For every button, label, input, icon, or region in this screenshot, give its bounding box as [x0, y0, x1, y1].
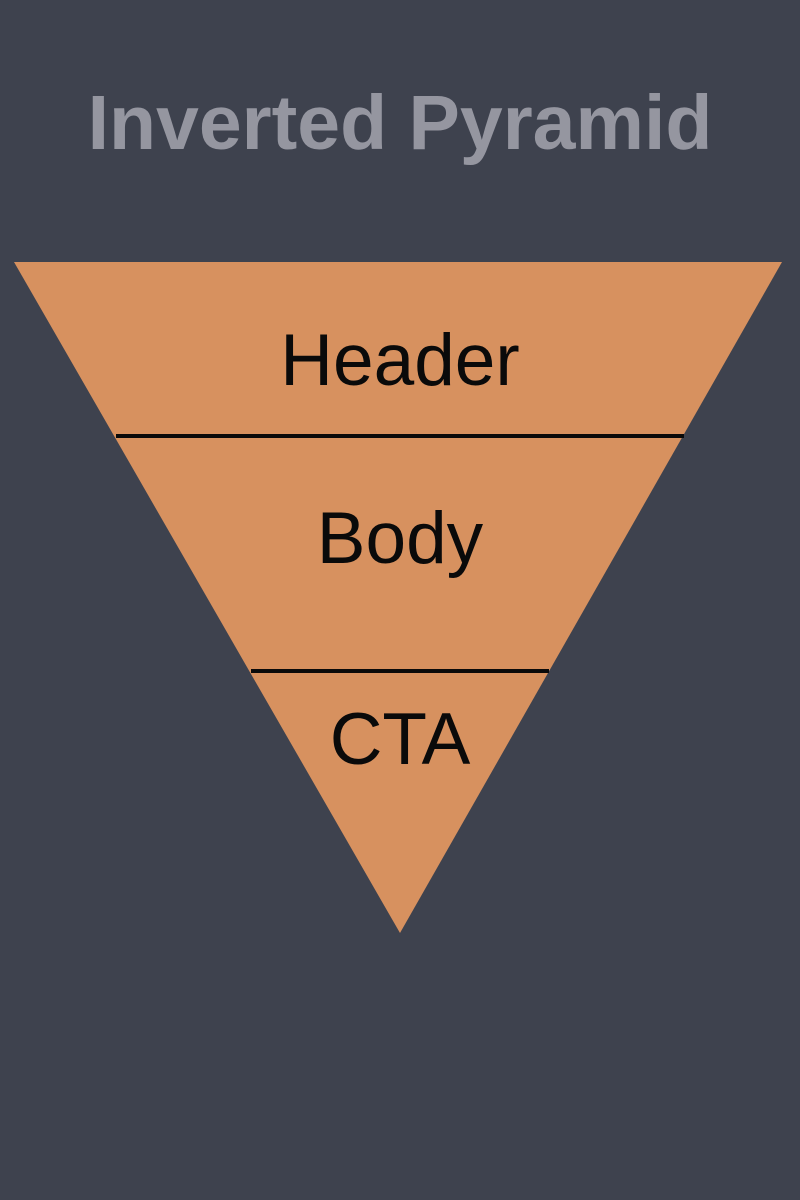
pyramid-section-label-cta: CTA [329, 698, 471, 780]
pyramid-section-label-body: Body [316, 497, 484, 579]
page-title: Inverted Pyramid [87, 80, 713, 166]
divider-line-header-body [116, 434, 684, 438]
divider-line-body-cta [251, 669, 549, 673]
pyramid-section-label-header: Header [280, 319, 520, 401]
